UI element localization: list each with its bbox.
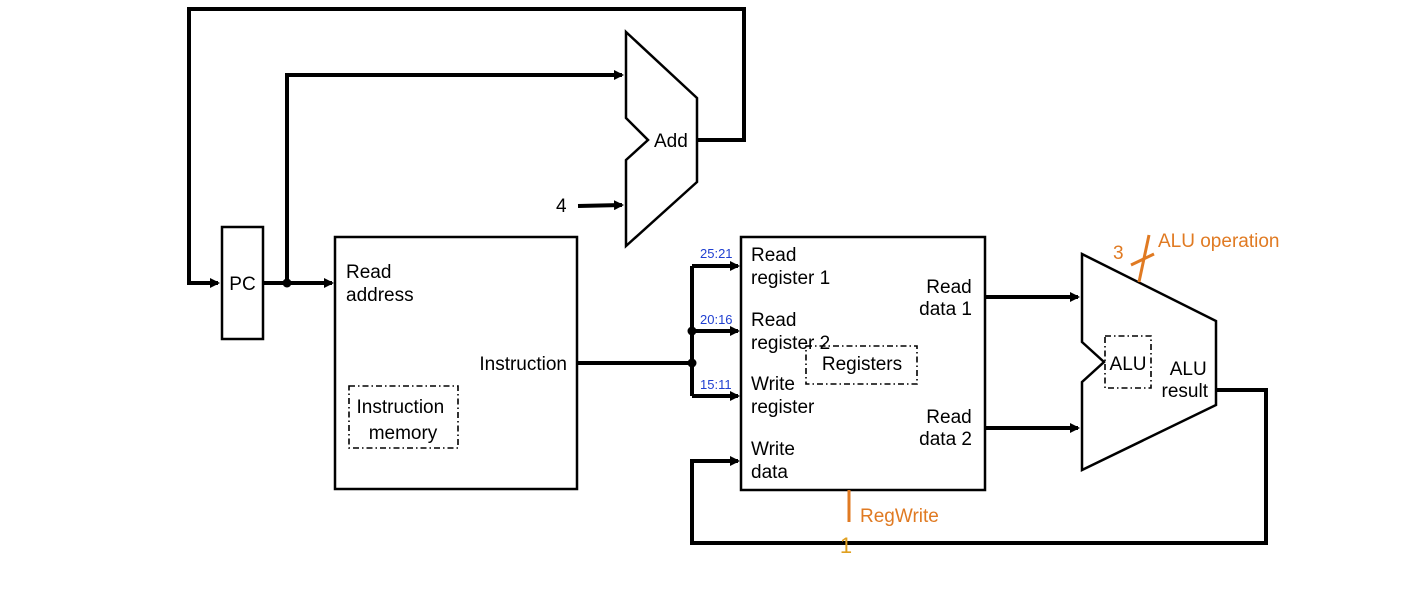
- read-data-2-label: Read data 2: [919, 407, 977, 450]
- pc-junction-dot: [282, 278, 292, 288]
- rs-bit-field-label: 25:21: [700, 246, 733, 261]
- alu-name-label: ALU: [1110, 354, 1147, 375]
- alu-operation-label: ALU operation: [1158, 231, 1279, 252]
- add-unit: [624, 29, 699, 249]
- regwrite-label: RegWrite: [860, 506, 939, 527]
- pc-label: PC: [229, 274, 255, 295]
- instruction-memory-block: [333, 235, 579, 491]
- read-register-1-label: Read register 1: [751, 245, 830, 289]
- read-data-1-label: Read data 1: [919, 277, 977, 320]
- alu-operation-width-label: 3: [1113, 243, 1124, 264]
- instruction-memory-name-box: [348, 385, 459, 449]
- read-register-2-label: Read register 2: [751, 310, 830, 354]
- add-constant-label: 4: [556, 196, 567, 217]
- write-register-label: Write register: [751, 374, 815, 418]
- write-data-label: Write data: [751, 439, 800, 483]
- pc-to-add-wire: [285, 70, 624, 283]
- add-label: Add: [654, 131, 688, 152]
- registers-name-label: Registers: [822, 354, 902, 375]
- alu-result-writeback-wire: [690, 388, 1268, 545]
- registers-name-box: [805, 345, 918, 385]
- const-4-wire: [577, 200, 624, 211]
- pc-update-wire: [187, 7, 746, 288]
- instruction-output-label: Instruction: [479, 354, 567, 375]
- read-address-label: Read address: [346, 262, 414, 306]
- register-file-block: [739, 235, 987, 492]
- alu-unit: [1080, 251, 1218, 472]
- pc-register: [220, 225, 265, 341]
- alu-operation-bus-slash: [1130, 252, 1155, 267]
- rt-junction-dot: [687, 326, 697, 336]
- rd-bit-field-label: 15:11: [700, 377, 732, 392]
- instruction-memory-name-label: Instruction memory: [357, 397, 450, 444]
- regwrite-value-label: 1: [840, 533, 852, 558]
- alu-result-label: ALU result: [1162, 359, 1212, 402]
- instruction-junction-dot: [687, 358, 697, 368]
- alu-name-box: [1104, 335, 1152, 389]
- rt-bit-field-label: 20:16: [700, 312, 733, 327]
